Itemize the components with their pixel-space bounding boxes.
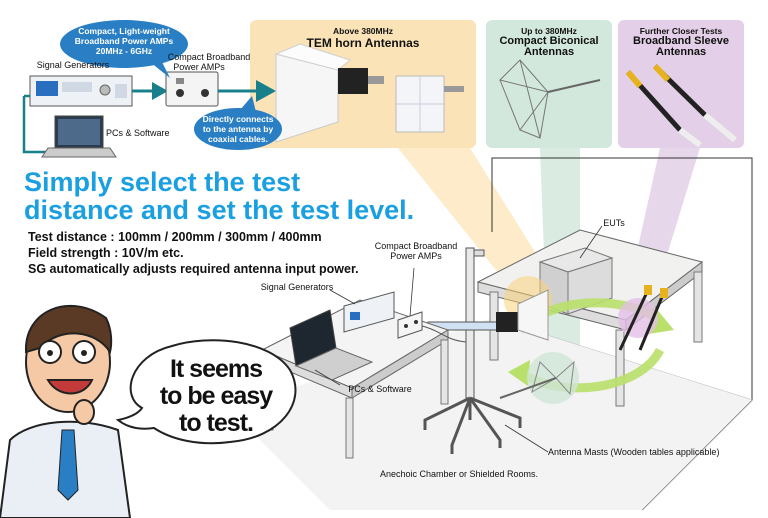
- tem-horn-sub: Above 380MHz: [333, 26, 393, 36]
- scene-amps-label: Compact Broadband Power AMPs: [366, 241, 466, 261]
- connect-info-bubble: Directly connects to the antenna by coax…: [196, 114, 280, 144]
- top-pcs-label: PCs & Software: [106, 128, 170, 138]
- laptop-device: [41, 115, 117, 158]
- connect-info-line-1: Directly connects: [202, 114, 274, 124]
- tem-horn-antenna: [274, 43, 464, 143]
- biconical-sub: Up to 380MHz: [521, 26, 577, 36]
- sleeve-title-1: Broadband Sleeve: [633, 35, 729, 47]
- power-amp-device: [165, 71, 219, 107]
- scene-euts-label: EUTs: [603, 218, 625, 228]
- tem-horn-title: TEM horn Antennas: [306, 36, 420, 50]
- mast-sleeve: [618, 285, 668, 351]
- scene-amps-label-1: Compact Broadband: [374, 241, 458, 251]
- scene-pcs-label: PCs & Software: [348, 384, 412, 394]
- spec-sg-adjust: SG automatically adjusts required antenn…: [28, 262, 359, 276]
- connect-info-line-2: to the antenna by: [202, 124, 274, 134]
- top-amps-label-1: Compact Broadband: [167, 52, 251, 62]
- sleeve-panel: [618, 20, 744, 148]
- spec-test-distance: Test distance : 100mm / 200mm / 300mm / …: [28, 230, 322, 244]
- scene-signal-generators-label: Signal Generators: [260, 282, 334, 292]
- amp-info-line-1: Compact, Light-weight: [78, 26, 170, 36]
- top-signal-generators-label: Signal Generators: [36, 60, 110, 70]
- connect-info-line-3: coaxial cables.: [207, 134, 268, 144]
- spec-list: Test distance : 100mm / 200mm / 300mm / …: [28, 229, 359, 277]
- connect-info-bubble-shape: [194, 108, 282, 150]
- top-amps-label-2: Power AMPs: [173, 62, 225, 72]
- biconical-antenna: [499, 59, 601, 139]
- sleeve-title-2: Antennas: [655, 46, 707, 58]
- headline-line-2: distance and set the test level.: [24, 195, 415, 225]
- spec-field-strength: Field strength : 10V/m etc.: [28, 246, 184, 260]
- tem-horn-header: Above 380MHz TEM horn Antennas: [250, 26, 476, 50]
- scene-laptop: [289, 309, 374, 381]
- amp-info-line-2: Broadband Power AMPs: [74, 36, 174, 46]
- biconical-panel: [486, 20, 612, 148]
- speech-bubble-shape: [115, 339, 297, 445]
- mast-biconical: [499, 360, 575, 399]
- speech-bubble-text: It seems to be easy to test.: [148, 356, 284, 437]
- biconical-header: Up to 380MHz Compact Biconical Antennas: [486, 26, 612, 58]
- biconical-title-2: Antennas: [523, 46, 575, 58]
- scene-power-amp: [397, 311, 423, 339]
- biconical-title-1: Compact Biconical: [499, 35, 599, 47]
- headline: Simply select the test distance and set …: [24, 168, 414, 224]
- businessman-character: [0, 304, 132, 518]
- amp-info-bubble-shape: [60, 20, 188, 68]
- sleeve-antennas: [625, 63, 737, 148]
- tem-horn-beam: [398, 148, 545, 290]
- speech-line-1: It seems: [169, 355, 263, 383]
- mast-tem-horn: [496, 289, 549, 341]
- signal-generator-device: [29, 75, 133, 107]
- amp-info-bubble: Compact, Light-weight Broadband Power AM…: [64, 26, 184, 56]
- scene-signal-generator: [343, 291, 395, 333]
- scene-chamber-label: Anechoic Chamber or Shielded Rooms.: [379, 469, 539, 479]
- scene-amps-label-2: Power AMPs: [390, 251, 442, 261]
- speech-line-2: to be easy: [159, 382, 273, 410]
- amp-info-line-3: 20MHz - 6GHz: [95, 46, 153, 56]
- sleeve-sub: Further Closer Tests: [639, 26, 723, 36]
- speech-line-3: to test.: [179, 409, 254, 437]
- headline-line-1: Simply select the test: [24, 167, 301, 197]
- scene-antenna-masts-label: Antenna Masts (Wooden tables applicable): [548, 447, 720, 457]
- sleeve-header: Further Closer Tests Broadband Sleeve An…: [618, 26, 744, 58]
